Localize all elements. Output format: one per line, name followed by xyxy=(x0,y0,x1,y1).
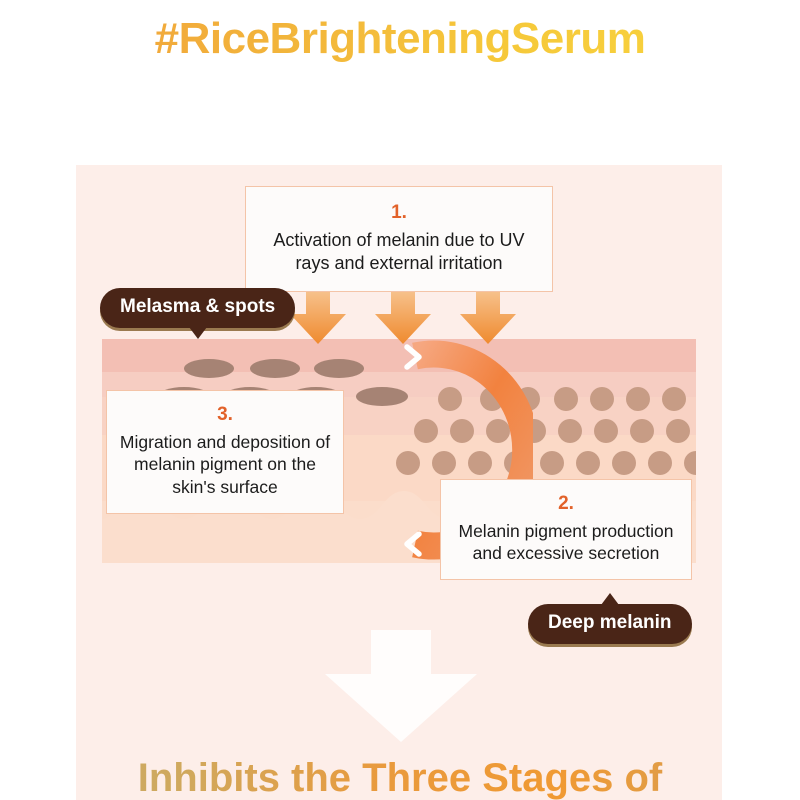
melanin-dot xyxy=(666,419,690,443)
melasma-label-text: Melasma & spots xyxy=(120,296,276,317)
melanin-dot xyxy=(630,419,654,443)
melasma-spot xyxy=(184,359,234,378)
melanin-dot xyxy=(554,387,578,411)
step-1-text: Activation of melanin due to UV rays and… xyxy=(273,229,525,274)
melasma-spot xyxy=(356,387,408,406)
melanin-dot xyxy=(438,387,462,411)
melanin-dot xyxy=(516,387,540,411)
melanin-dot xyxy=(432,451,456,475)
melasma-label: Melasma & spots xyxy=(100,288,296,339)
melanin-dot xyxy=(450,419,474,443)
deep-melanin-label-text: Deep melanin xyxy=(548,612,672,633)
melanin-dot xyxy=(662,387,686,411)
bottom-headline: Inhibits the Three Stages of xyxy=(0,756,800,800)
down-arrow-icon xyxy=(460,282,516,344)
melanin-dot xyxy=(594,419,618,443)
pill-tail xyxy=(600,593,619,605)
step-2-box: 2. Melanin pigment production and excess… xyxy=(440,479,692,581)
melanin-dot xyxy=(504,451,528,475)
step-2-text: Melanin pigment production and excessive… xyxy=(458,520,674,564)
step-1-number: 1. xyxy=(391,202,407,223)
melasma-spot xyxy=(250,359,300,378)
melanin-dot xyxy=(612,451,636,475)
melanin-dot xyxy=(486,419,510,443)
step-2-number: 2. xyxy=(558,493,574,514)
melanin-dot xyxy=(396,451,420,475)
melanin-dot xyxy=(590,387,614,411)
page-title: #RiceBrighteningSerum xyxy=(0,14,800,64)
melanin-dot xyxy=(648,451,672,475)
melanin-dot xyxy=(540,451,564,475)
step-3-text: Migration and deposition of melanin pigm… xyxy=(119,431,331,498)
pill-tail xyxy=(188,326,207,339)
melanin-dot xyxy=(576,451,600,475)
deep-melanin-label: Deep melanin xyxy=(528,593,692,644)
melanin-dot xyxy=(558,419,582,443)
down-arrow-icon xyxy=(290,282,346,344)
white-down-arrow-icon xyxy=(325,630,477,742)
melanin-dot xyxy=(684,451,696,475)
melanin-dot xyxy=(468,451,492,475)
melanin-dot xyxy=(480,387,504,411)
melanin-dot xyxy=(522,419,546,443)
step-3-box: 3. Migration and deposition of melanin p… xyxy=(106,390,344,514)
step-1-box: 1. Activation of melanin due to UV rays … xyxy=(245,186,553,293)
step-3-number: 3. xyxy=(217,404,233,425)
melasma-spot xyxy=(314,359,364,378)
down-arrow-icon xyxy=(375,282,431,344)
melanin-dot xyxy=(626,387,650,411)
melanin-dot xyxy=(414,419,438,443)
